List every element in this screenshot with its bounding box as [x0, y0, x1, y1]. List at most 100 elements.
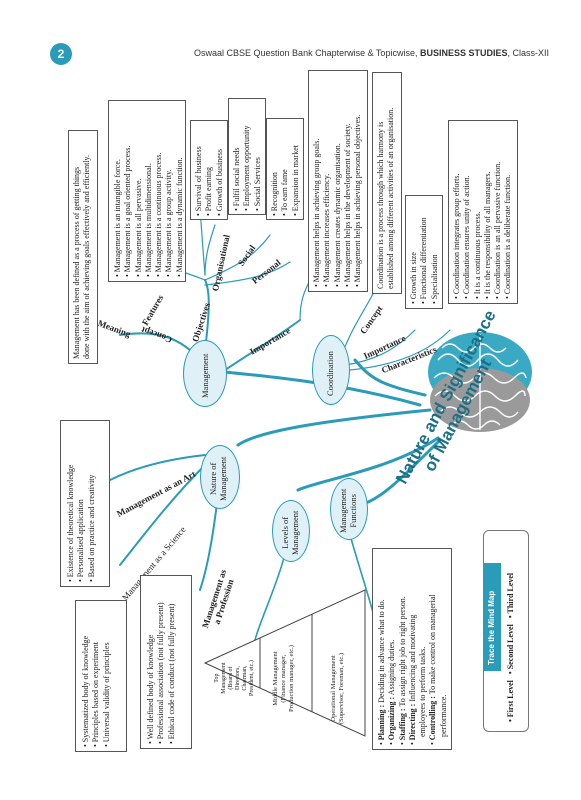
page-number-badge: 2	[50, 43, 72, 65]
level-top-line: (Board of	[228, 666, 234, 690]
box-importance: • Management helps in achieving group go…	[308, 70, 368, 292]
box-meaning-line: Management has been defined as a process…	[72, 166, 81, 359]
level-operational-line: Operational Management	[330, 655, 337, 722]
node-coordination: Coordination	[312, 335, 350, 405]
header-suffix: , Class-XII	[507, 48, 549, 58]
box-profession-text: • Well defined body of knowledge • Profe…	[146, 602, 177, 744]
box-coord-characteristics-line: • It is a continuous process.	[472, 211, 482, 299]
function-item: • Controlling : To make control on manag…	[428, 594, 438, 745]
legend-title-tag: Trace the Mind Map	[483, 563, 501, 671]
function-desc: Deciding in advance what to do.	[377, 599, 386, 705]
node-management-label: Management	[200, 353, 210, 398]
function-term: Controlling :	[428, 696, 438, 741]
box-coord-importance-line: • Functional differentiation	[419, 217, 429, 304]
box-coord-characteristics: • Coordination integrates group efforts.…	[448, 120, 518, 304]
box-coord-importance: • Growth in size • Functional differenti…	[405, 195, 443, 309]
function-term: Directing :	[407, 703, 417, 741]
function-item: • Staffing : To assign right job to righ…	[397, 596, 407, 745]
box-features-line: • Management is all pervasive.	[133, 178, 143, 277]
box-importance-line: • Management increases efficiency.	[322, 173, 332, 287]
node-nature-line2: Management	[218, 456, 228, 501]
box-meaning: Management has been defined as a process…	[68, 130, 98, 364]
levels-pyramid	[203, 589, 366, 737]
box-coord-concept-text: Coordination is a process through which …	[376, 108, 397, 289]
node-levels-text: Levels of Management	[280, 511, 300, 555]
node-nature-line1: Nature of	[208, 462, 218, 495]
box-features-line: • Management is a continuous process.	[154, 152, 164, 277]
box-features-text: • Management is an intangible force. • M…	[113, 146, 185, 277]
box-profession-line: • Well defined body of knowledge	[146, 634, 155, 744]
function-term: Staffing :	[397, 708, 407, 741]
box-organisational: • Survival of business • Profit earning …	[190, 120, 228, 220]
node-functions-line2: Functions	[348, 494, 358, 528]
box-personal-line: • To earn fame	[280, 169, 290, 216]
level-top-line: Chairman,	[242, 665, 248, 691]
box-importance-line: • Management helps in the development of…	[342, 123, 352, 287]
box-importance-line: • Management helps in achieving group go…	[312, 138, 321, 287]
box-coord-characteristics-line: • Coordination is a deliberate function.	[503, 174, 513, 299]
level-top-line: Top	[214, 673, 220, 683]
level-top-line: Management	[221, 662, 227, 694]
node-functions-text: Management Functions	[338, 489, 358, 533]
box-features: • Management is an intangible force. • M…	[108, 100, 186, 282]
box-meaning-text: Management has been defined as a process…	[72, 155, 93, 359]
level-top: Top Management (Board of Directors, Chai…	[214, 660, 256, 696]
node-nature: Nature of Management	[200, 445, 240, 509]
brain-icon	[428, 332, 532, 432]
function-desc: Influencing and motivating	[407, 614, 417, 704]
box-organisational-line: • Growth of business	[214, 148, 224, 216]
function-item: • Organizing : Assigning duties.	[387, 639, 397, 745]
box-coord-importance-line: • Specialisation	[429, 254, 439, 304]
box-social-text: • Fulfil social needs • Employment oppor…	[232, 126, 263, 211]
function-term: Planning :	[377, 704, 386, 741]
function-desc: employees to perform tasks.	[418, 646, 428, 737]
box-art-line: • Personalised application	[76, 499, 86, 582]
function-item: • Planning : Deciding in advance what to…	[377, 599, 386, 745]
box-science-line: • Principles based on experiment	[91, 642, 101, 747]
box-features-line: • Management is a goal oriented process.	[123, 145, 133, 277]
box-features-line: • Management is a dynamic function.	[174, 157, 184, 277]
box-coord-characteristics-line: • It is the responsibility of all manage…	[482, 171, 492, 299]
function-item: performance.	[439, 594, 449, 745]
box-coord-characteristics-line: • Coordination is an all pervasive funct…	[493, 161, 503, 299]
legend-levels: • First Level • Second Level • Third Lev…	[506, 573, 516, 722]
level-middle: Middle Management (Finance manager, Prod…	[272, 645, 296, 712]
function-desc: Assigning duties.	[387, 639, 397, 697]
function-desc: To assign right job to right person.	[397, 596, 407, 709]
legend-title: Trace the Mind Map	[487, 590, 496, 665]
box-coord-concept-line: Coordination is a process through which …	[376, 121, 385, 289]
box-personal: • Recognition • To earn fame • Expansion…	[266, 118, 304, 220]
box-profession-line: • Ethical code of conduct (not fully pre…	[166, 603, 176, 744]
box-art-line: • Based on practice and creativity	[86, 474, 96, 582]
legend-second-level: • Second Level	[506, 624, 515, 675]
box-importance-line: • Management helps in achieving personal…	[353, 114, 363, 287]
box-features-line: • Management is a group activity.	[164, 169, 174, 277]
box-coord-concept-line: established among different activities o…	[386, 107, 396, 289]
box-organisational-line: • Survival of business	[194, 146, 203, 216]
node-functions: Management Functions	[330, 478, 368, 540]
level-middle-line: Middle Management	[272, 651, 279, 706]
level-operational: Operational Management (Supervisor, Fore…	[330, 653, 346, 724]
function-item: • Directing : Influencing and motivating	[407, 614, 417, 745]
box-science-line: • Universal validity of principles	[101, 642, 111, 747]
level-top-line: President, etc.)	[249, 660, 255, 696]
running-header: Oswaal CBSE Question Bank Chapterwise & …	[194, 48, 549, 58]
header-subject: BUSINESS STUDIES	[419, 48, 508, 58]
node-levels-line1: Levels of	[280, 516, 290, 549]
function-item: employees to perform tasks.	[418, 594, 428, 745]
box-importance-line: • Management creates dynamic organisatio…	[332, 143, 342, 287]
box-coord-characteristics-text: • Coordination integrates group efforts.…	[452, 162, 514, 299]
box-science-line: • Systematized body of knowledge	[81, 635, 90, 747]
function-term: Organizing :	[387, 696, 397, 741]
node-nature-text: Nature of Management	[208, 457, 228, 501]
box-coord-importance-line: • Growth in size	[409, 252, 418, 304]
node-management: Management	[183, 340, 227, 407]
box-social-line: • Social Services	[252, 157, 262, 211]
level-top-line: Directors,	[235, 666, 241, 690]
node-levels: Levels of Management	[272, 500, 310, 562]
box-coord-characteristics-line: • Coordination ensures unity of action.	[462, 175, 472, 299]
function-desc: performance.	[438, 694, 448, 737]
header-prefix: Oswaal CBSE Question Bank Chapterwise & …	[194, 48, 420, 58]
level-middle-line: Production manager, etc.)	[288, 645, 295, 712]
box-profession-line: • Professional association (not fully pr…	[156, 602, 166, 744]
